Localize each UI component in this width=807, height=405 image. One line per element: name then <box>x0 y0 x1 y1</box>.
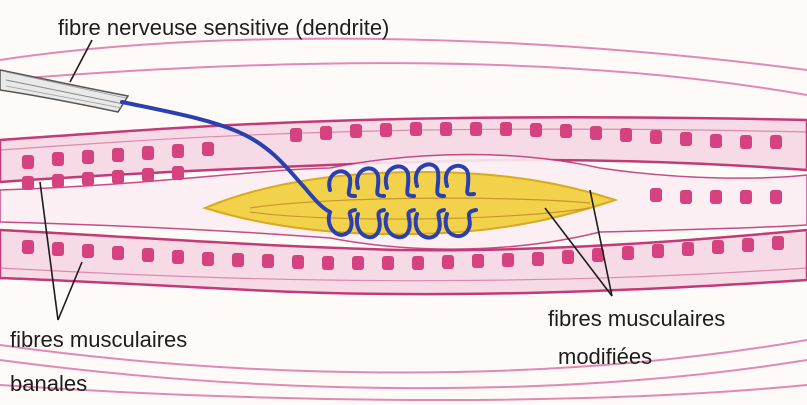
ordinary-fibers-label-line1: fibres musculaires <box>10 328 187 352</box>
modified-fibers-label-line1: fibres musculaires <box>548 307 725 331</box>
nerve-fiber-label: fibre nerveuse sensitive (dendrite) <box>58 16 389 40</box>
modified-fibers-label-line2: modifiées <box>558 345 652 369</box>
ordinary-fibers-label-line2: banales <box>10 372 87 396</box>
